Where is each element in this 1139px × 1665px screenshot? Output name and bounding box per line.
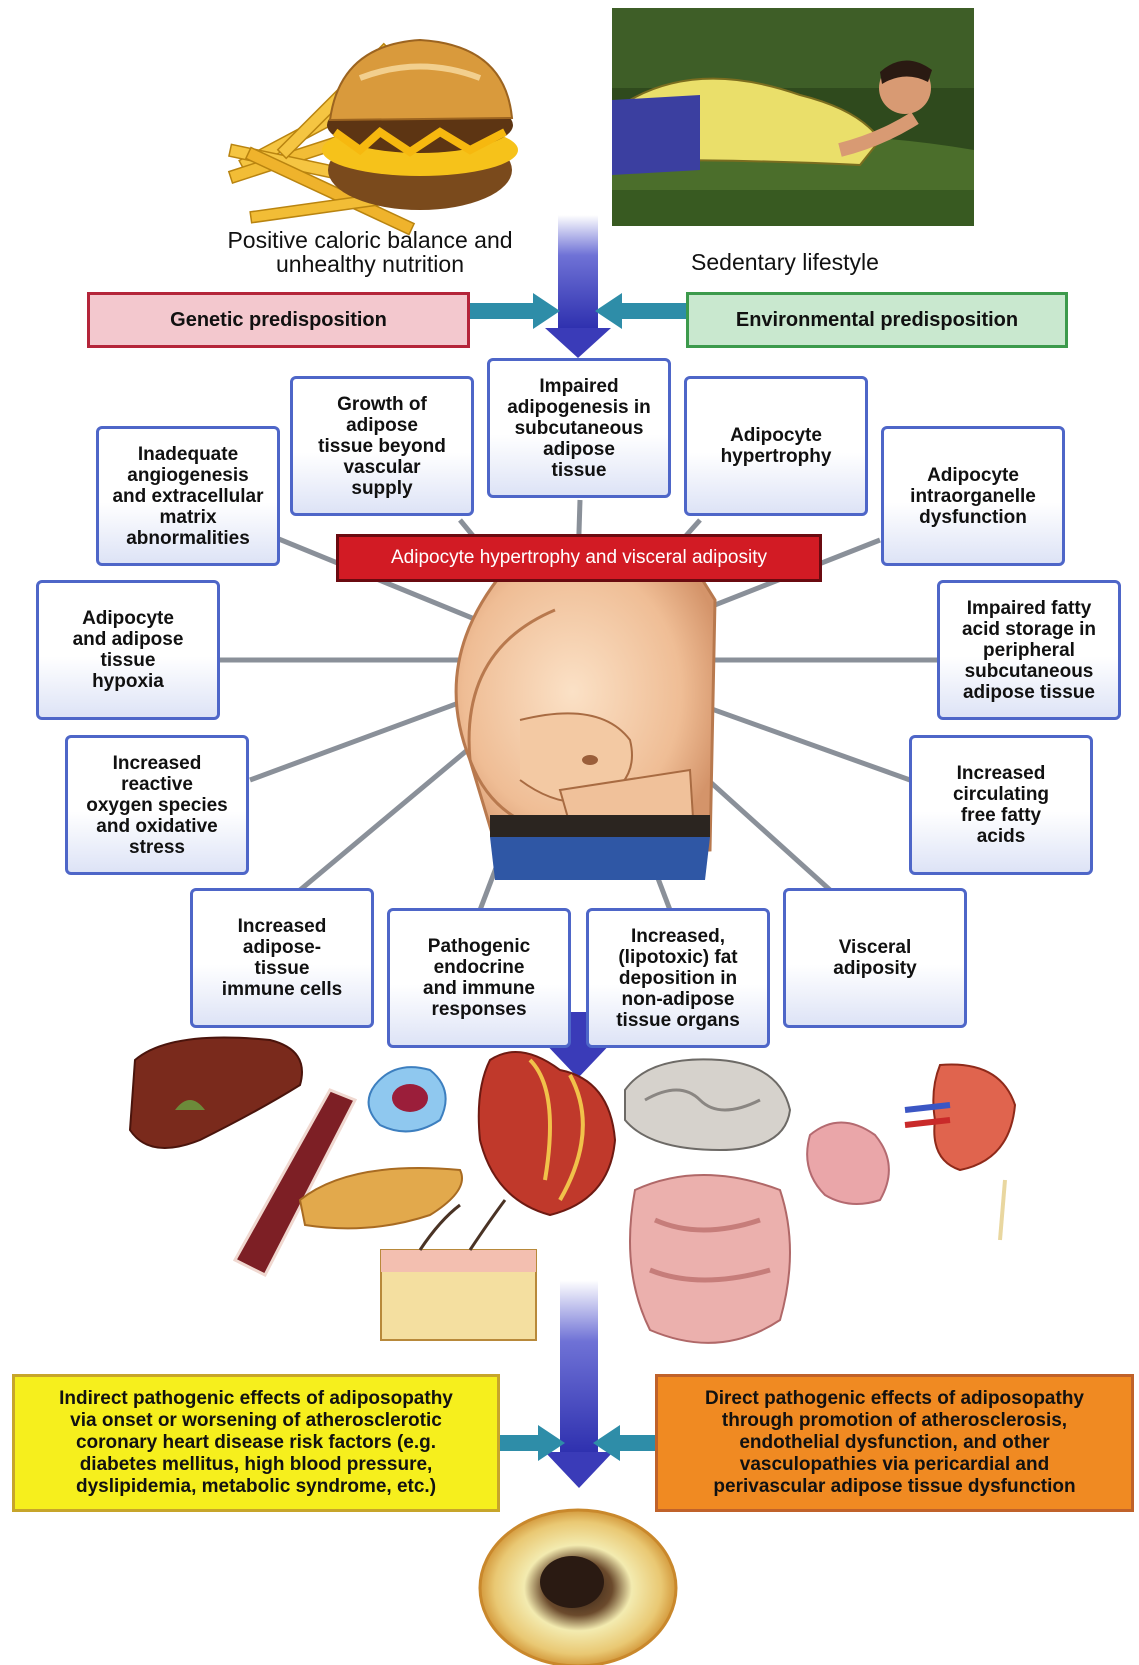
node-line: deposition in [616, 968, 740, 989]
node-line: acid storage in [962, 619, 1096, 640]
node-line: subcutaneous [507, 418, 651, 439]
node-line: tissue beyond [318, 436, 446, 457]
node-line: adipogenesis in [507, 397, 651, 418]
environmental-predisposition-box: Environmental predisposition [686, 292, 1068, 348]
node-line: adipose tissue [962, 682, 1096, 703]
effect-line: perivascular adipose tissue dysfunction [705, 1476, 1084, 1498]
node-line: hypertrophy [721, 446, 832, 467]
node-line: and oxidative [86, 816, 228, 837]
artery-illustration [480, 1510, 676, 1665]
node-line: acids [953, 826, 1049, 847]
node-line: Increased [86, 753, 228, 774]
node-line: (lipotoxic) fat [616, 947, 740, 968]
node-line: non-adipose [616, 989, 740, 1010]
direct-effects-box: Direct pathogenic effects of adiposopath… [655, 1374, 1134, 1512]
indirect-effects-box: Indirect pathogenic effects of adiposopa… [12, 1374, 500, 1512]
node-line: and extracellular [112, 486, 263, 507]
bottom-arrow [545, 1280, 613, 1488]
node-line: hypoxia [73, 671, 184, 692]
node-line: circulating [953, 784, 1049, 805]
node-line: tissue [73, 650, 184, 671]
central-label: Adipocyte hypertrophy and visceral adipo… [336, 534, 822, 582]
node-line: abnormalities [112, 528, 263, 549]
effect-line: Direct pathogenic effects of adiposopath… [705, 1388, 1084, 1410]
effect-line: endothelial dysfunction, and other [705, 1432, 1084, 1454]
node-line: Increased [953, 763, 1049, 784]
node-line: tissue organs [616, 1010, 740, 1031]
node-line: adiposity [833, 958, 916, 979]
node-line: Adipocyte [73, 608, 184, 629]
effect-line: via onset or worsening of atheroscleroti… [59, 1410, 453, 1432]
node-line: intraorganelle [910, 486, 1036, 507]
effect-line: diabetes mellitus, high blood pressure, [59, 1454, 453, 1476]
node-line: stress [86, 837, 228, 858]
node-line: Visceral [833, 937, 916, 958]
node-line: responses [423, 999, 535, 1020]
node-line: angiogenesis [112, 465, 263, 486]
nutrition-caption: Positive caloric balance and unhealthy n… [190, 228, 550, 276]
effect-line: coronary heart disease risk factors (e.g… [59, 1432, 453, 1454]
node-line: oxygen species [86, 795, 228, 816]
node-line: Impaired [507, 376, 651, 397]
effect-line: Indirect pathogenic effects of adiposopa… [59, 1388, 453, 1410]
nutrition-caption-line: Positive caloric balance and [190, 228, 550, 252]
node-line: adipose [507, 439, 651, 460]
node-line: Increased [222, 916, 342, 937]
node-line: Adipocyte [721, 425, 832, 446]
node-line: dysfunction [910, 507, 1036, 528]
effect-line: vasculopathies via pericardial and [705, 1454, 1084, 1476]
node-line: endocrine [423, 957, 535, 978]
node-line: Pathogenic [423, 936, 535, 957]
effect-line: dyslipidemia, metabolic syndrome, etc.) [59, 1476, 453, 1498]
node-line: free fatty [953, 805, 1049, 826]
node-line: Impaired fatty [962, 598, 1096, 619]
node-line: reactive [86, 774, 228, 795]
node-line: tissue [507, 460, 651, 481]
node-line: subcutaneous [962, 661, 1096, 682]
nutrition-caption-line: unhealthy nutrition [190, 252, 550, 276]
top-arrow [545, 215, 611, 358]
belly-illustration [456, 554, 715, 880]
genetic-predisposition-box: Genetic predisposition [87, 292, 470, 348]
node-line: immune cells [222, 979, 342, 1000]
node-line: supply [318, 478, 446, 499]
node-line: adipose- [222, 937, 342, 958]
node-line: Increased, [616, 926, 740, 947]
burger-illustration [229, 40, 518, 234]
node-line: Growth of [318, 394, 446, 415]
couch-illustration [612, 8, 974, 226]
effect-line: through promotion of atherosclerosis, [705, 1410, 1084, 1432]
node-line: adipose [318, 415, 446, 436]
node-line: matrix [112, 507, 263, 528]
node-line: Inadequate [112, 444, 263, 465]
node-line: peripheral [962, 640, 1096, 661]
lifestyle-caption: Sedentary lifestyle [660, 250, 910, 274]
node-line: Adipocyte [910, 465, 1036, 486]
node-line: and adipose [73, 629, 184, 650]
node-line: and immune [423, 978, 535, 999]
node-line: tissue [222, 958, 342, 979]
node-line: vascular [318, 457, 446, 478]
